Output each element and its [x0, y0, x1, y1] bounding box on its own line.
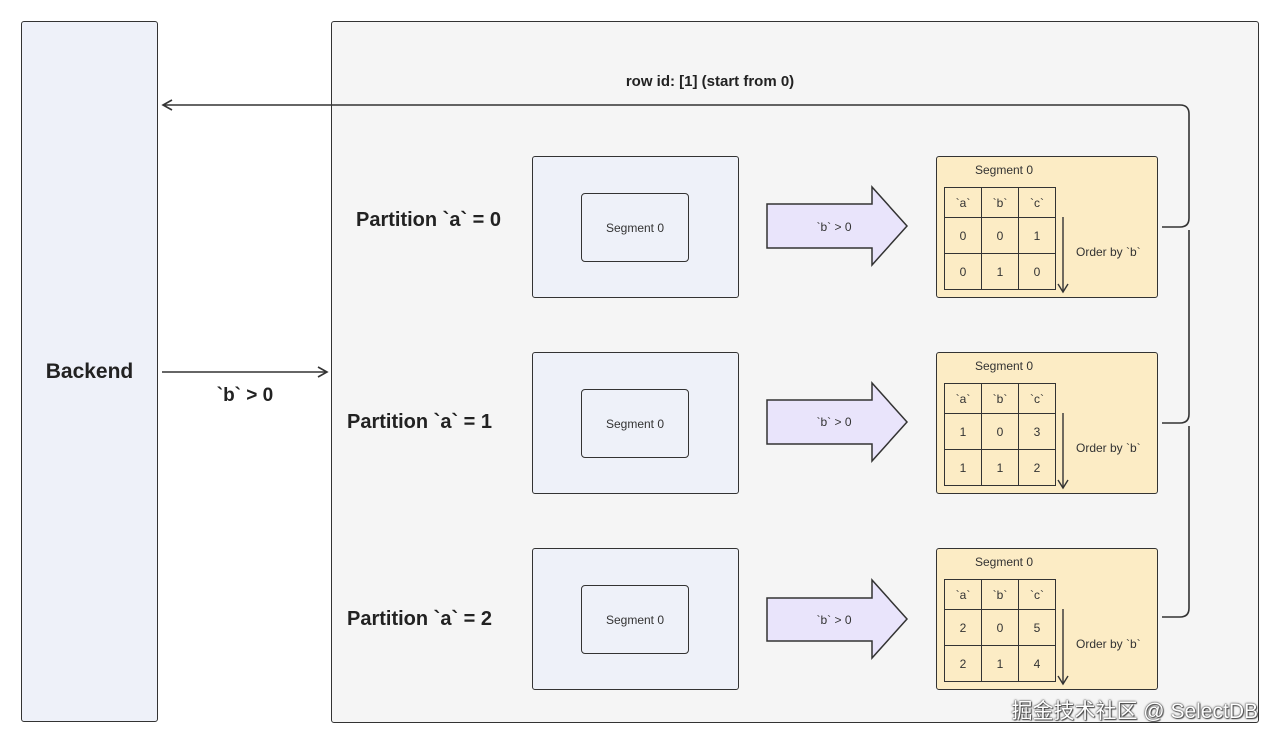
column-header: `c`	[1018, 187, 1056, 218]
table-row: 0 0 1	[944, 217, 1056, 254]
filter-arrow-label-2: `b` > 0	[816, 613, 852, 627]
response-arrow-head	[161, 99, 173, 111]
result-join-1	[1162, 230, 1190, 424]
request-filter-label: `b` > 0	[216, 385, 274, 406]
request-arrow-head	[317, 366, 329, 378]
table-cell: 4	[1018, 645, 1056, 682]
table-cell: 1	[981, 449, 1019, 486]
result-join-2	[1162, 426, 1190, 618]
table-row: 2 1 4	[944, 645, 1056, 682]
order-by-label-2: Order by `b`	[1076, 637, 1141, 651]
table-cell: 2	[1018, 449, 1056, 486]
order-by-label-1: Order by `b`	[1076, 441, 1141, 455]
filter-arrow-label-1: `b` > 0	[816, 415, 852, 429]
backend-label: Backend	[45, 360, 134, 383]
table-cell: 1	[981, 253, 1019, 290]
segment-box-0: Segment 0	[581, 193, 689, 262]
column-header: `c`	[1018, 579, 1056, 610]
table-cell: 1	[981, 645, 1019, 682]
result-title-2: Segment 0	[974, 555, 1034, 569]
watermark-text: 掘金技术社区 @ SelectDB	[1011, 700, 1258, 723]
table-cell: 0	[981, 609, 1019, 646]
result-table-2: `a` `b` `c` 2 0 5 2 1 4	[944, 579, 1056, 682]
table-row: 0 1 0	[944, 253, 1056, 290]
column-header: `a`	[944, 383, 982, 414]
order-by-label-0: Order by `b`	[1076, 245, 1141, 259]
response-arrow	[164, 104, 1190, 228]
partition-label-0: Partition `a` = 0	[356, 209, 502, 231]
segment-box-2: Segment 0	[581, 585, 689, 654]
table-cell: 1	[1018, 217, 1056, 254]
table-cell: 0	[944, 217, 982, 254]
table-cell: 0	[1018, 253, 1056, 290]
response-rowid-label: row id: [1] (start from 0)	[625, 73, 795, 90]
table-cell: 3	[1018, 413, 1056, 450]
table-cell: 2	[944, 645, 982, 682]
result-title-1: Segment 0	[974, 359, 1034, 373]
filter-arrow-label-0: `b` > 0	[816, 220, 852, 234]
table-row: 2 0 5	[944, 609, 1056, 646]
result-table-1: `a` `b` `c` 1 0 3 1 1 2	[944, 383, 1056, 486]
partition-label-2: Partition `a` = 2	[347, 608, 493, 630]
table-row: 1 1 2	[944, 449, 1056, 486]
column-header: `b`	[981, 187, 1019, 218]
segment-box-1: Segment 0	[581, 389, 689, 458]
result-table-0: `a` `b` `c` 0 0 1 0 1 0	[944, 187, 1056, 290]
result-title-0: Segment 0	[974, 163, 1034, 177]
backend-node	[21, 21, 158, 722]
partition-label-1: Partition `a` = 1	[347, 411, 493, 433]
table-cell: 0	[944, 253, 982, 290]
column-header: `b`	[981, 579, 1019, 610]
